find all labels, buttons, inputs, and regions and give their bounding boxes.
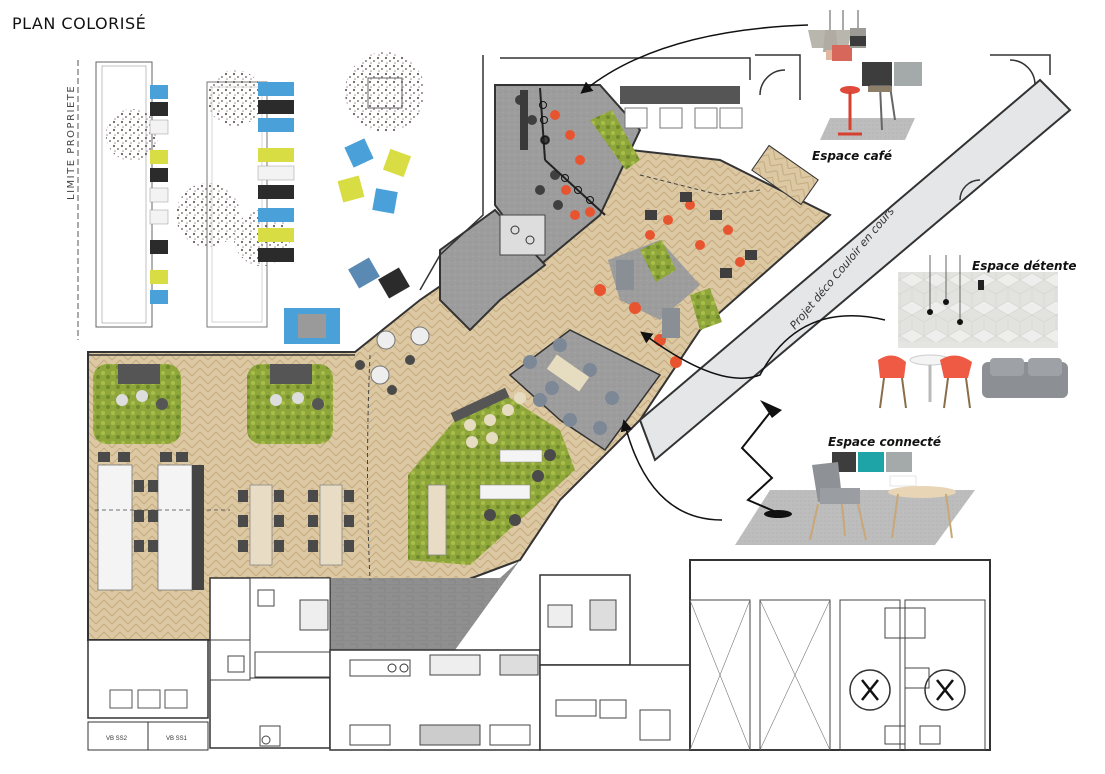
- tree-icon: [207, 70, 263, 126]
- lounge-bench: [546, 353, 590, 393]
- detente-reference: Espace détente: [878, 255, 1076, 409]
- property-limit-label: LIMITE PROPRIETE: [66, 85, 77, 200]
- espace-detente-label: Espace détente: [972, 259, 1076, 273]
- tree-icon: [106, 109, 158, 161]
- espace-cafe-label: Espace café: [812, 149, 892, 163]
- vb-ss1-label: VB SS1: [166, 736, 188, 742]
- arrows: [580, 24, 886, 521]
- connected-zone-furniture: [450, 387, 556, 526]
- moss-zone: [408, 395, 575, 565]
- vb-ss2-label: VB SS2: [106, 736, 128, 742]
- bottom-block: VB SS2 VB SS1: [87, 559, 991, 751]
- connecte-reference: Espace connecté: [735, 400, 975, 545]
- espace-connecte-label: Espace connecté: [828, 435, 941, 449]
- tree-icon: [345, 52, 425, 132]
- cafe-chairs: [550, 110, 745, 368]
- tree-icon: [176, 183, 240, 247]
- outdoor-chairs: [149, 82, 412, 344]
- chairs: [98, 326, 430, 552]
- main-floor: [87, 84, 832, 650]
- page-title: PLAN COLORISÉ: [12, 14, 147, 33]
- lounge-chairs: [523, 260, 680, 435]
- cafe-bar: [499, 86, 819, 256]
- cafe-reference: Espace café: [808, 10, 922, 163]
- exterior-terrace: LIMITE PROPRIETE: [66, 52, 425, 344]
- walls: [87, 54, 1051, 356]
